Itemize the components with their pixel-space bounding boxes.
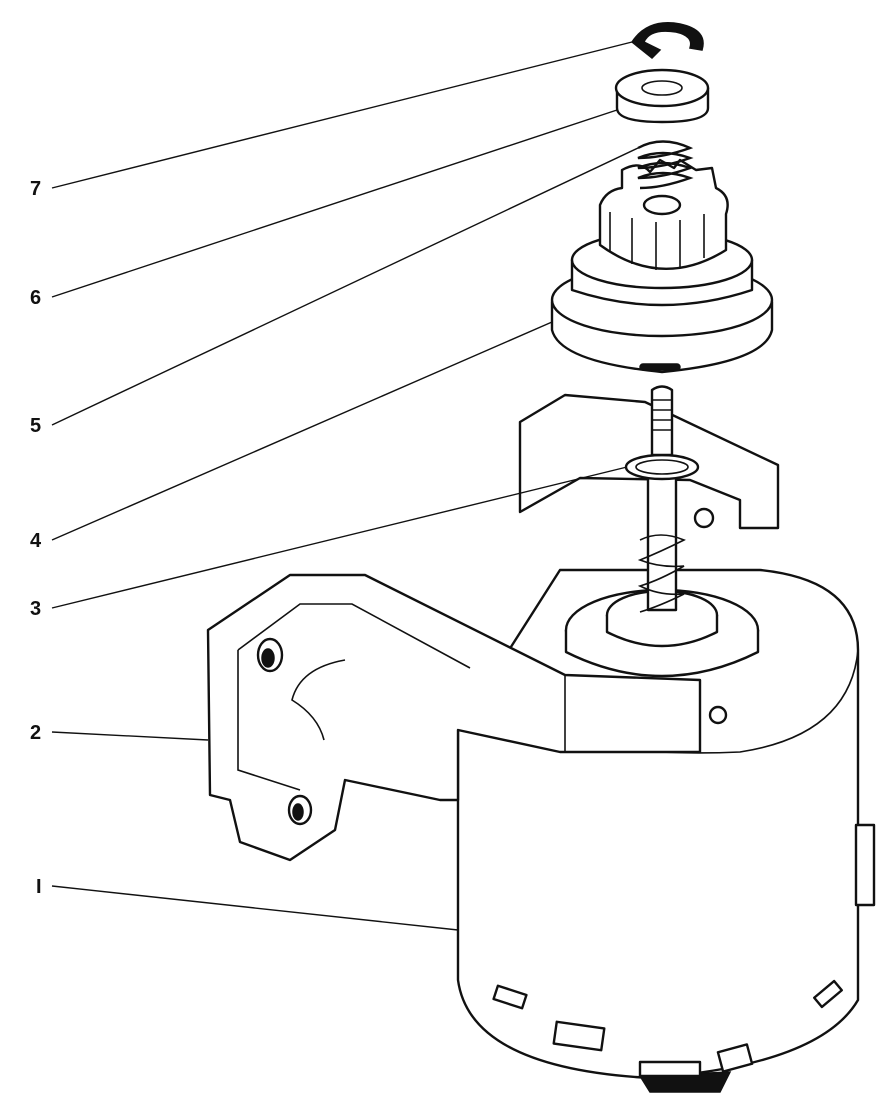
- leader-line-5: [51, 147, 639, 426]
- callout-1: I: [36, 876, 42, 898]
- terminal-block: [854, 823, 876, 907]
- callout-2: 2: [30, 722, 41, 744]
- vent-slot: [552, 1020, 606, 1052]
- leader-line-2: [51, 731, 209, 741]
- vent-slot: [492, 984, 528, 1010]
- part-3-shaft-washer: [624, 385, 700, 613]
- callout-6: 6: [30, 287, 41, 309]
- motor-end-boss: [564, 588, 760, 678]
- mounting-hole: [708, 705, 728, 725]
- gear-slot: [639, 363, 681, 371]
- mounting-hole: [261, 648, 275, 668]
- callout-5: 5: [30, 415, 41, 437]
- part-6-collar: [614, 68, 710, 124]
- part-7-retaining-clip: [630, 22, 704, 60]
- part-5-spring: [637, 140, 694, 190]
- part-4-pinion-gear: [550, 158, 774, 374]
- leader-line-4: [51, 321, 553, 541]
- leader-line-7: [51, 41, 633, 189]
- leader-line-3: [51, 466, 628, 609]
- callout-4: 4: [30, 530, 42, 552]
- vent-slot: [638, 1060, 702, 1078]
- mounting-hole: [693, 507, 715, 529]
- vent-slot: [716, 1043, 754, 1073]
- leader-lines: [51, 41, 639, 931]
- leader-line-6: [51, 109, 618, 298]
- leader-line-1: [51, 885, 459, 931]
- mounting-hole: [292, 803, 304, 821]
- callouts: 7 6 5 4 3 2 I: [30, 178, 42, 898]
- vent-slot: [812, 979, 844, 1009]
- callout-7: 7: [30, 178, 41, 200]
- callout-3: 3: [30, 598, 41, 620]
